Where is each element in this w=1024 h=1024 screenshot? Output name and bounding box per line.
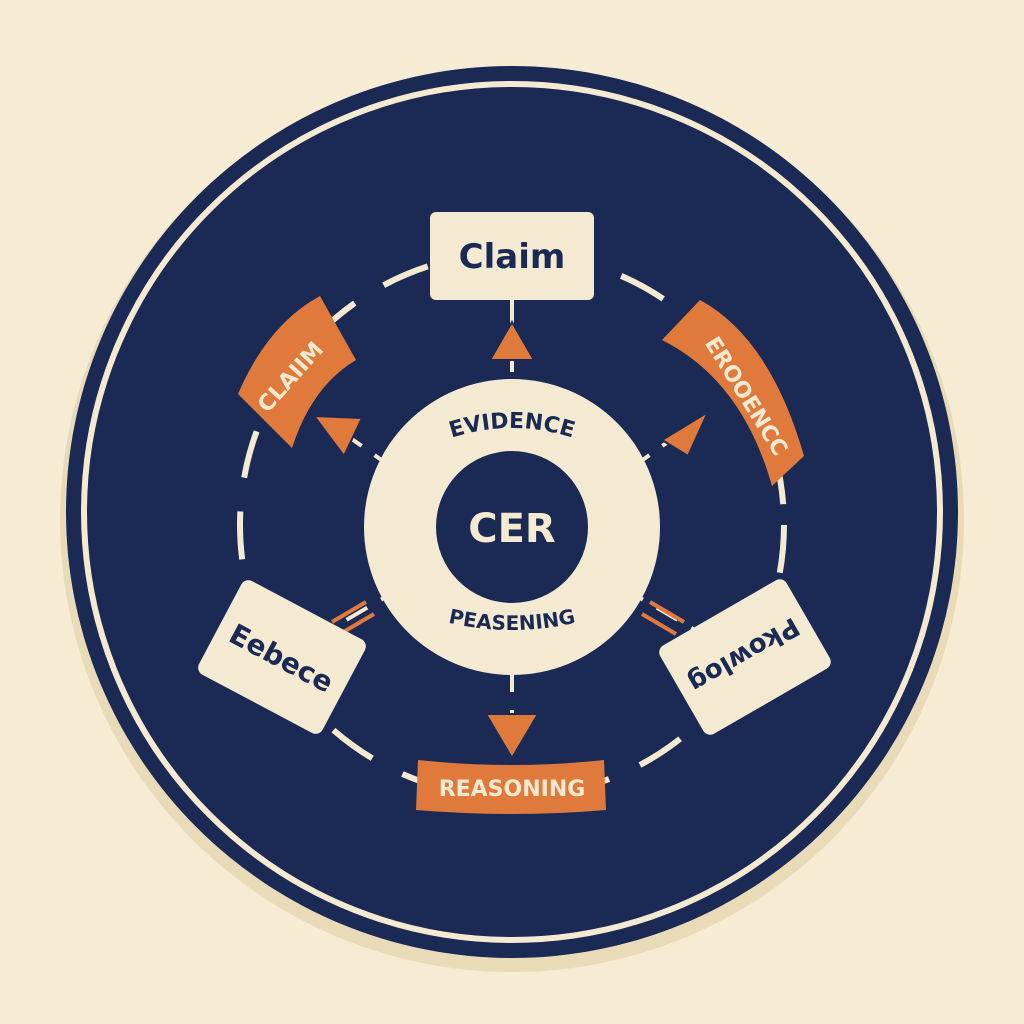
outer-badge-ring [81,81,943,943]
center-disc [436,451,588,603]
node-evidence-left: Eebece [198,580,366,734]
node-reasoning-right: Pkowlog [659,579,831,735]
center-label: CER [468,506,555,552]
arrow-up-icon [488,320,536,361]
banner-reasoning-label: REASONING [439,777,586,802]
arrow-down-icon [484,713,540,760]
node-claim-top-label: Claim [459,237,566,277]
banner-reasoning: REASONING [416,760,606,814]
double-tick-left-icon [330,600,376,636]
arrow-upper-right-icon [660,409,711,458]
arrow-upper-left-icon [311,414,364,458]
node-claim-top: Claim [430,212,594,300]
double-tick-right-icon [640,600,686,636]
connector-upper-left [340,430,420,488]
